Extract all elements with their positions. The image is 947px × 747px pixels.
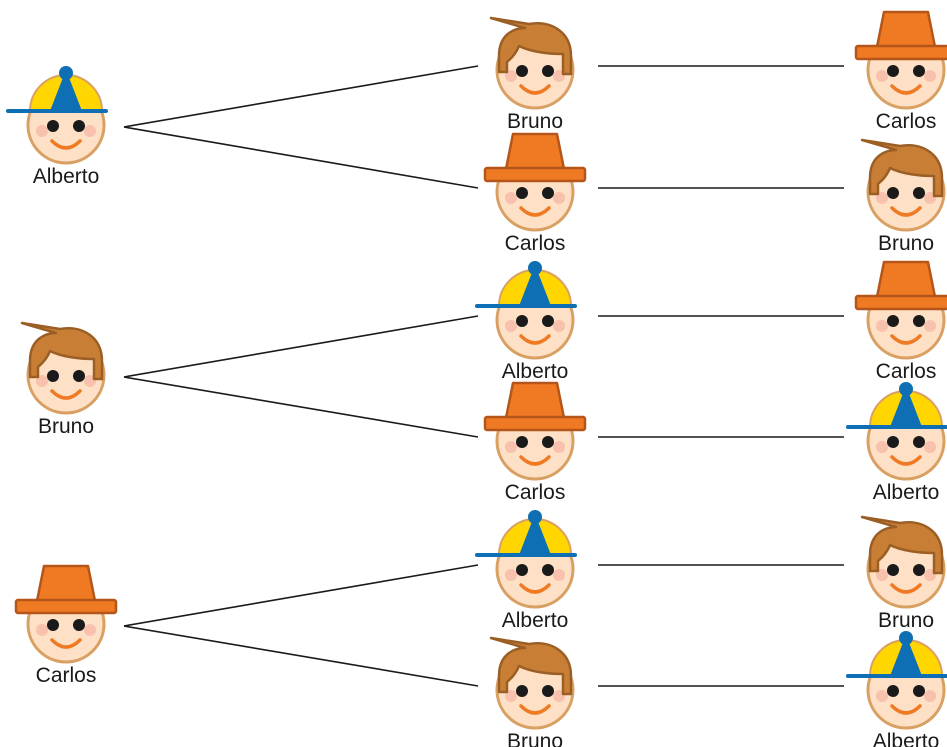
root-node-bruno: Bruno: [20, 321, 106, 438]
propeller-cap-face-icon: [6, 66, 108, 165]
person-name-label: Carlos: [876, 110, 937, 133]
person-name-label: Bruno: [878, 232, 934, 255]
second-node-bruno: Bruno: [489, 636, 575, 747]
second-node-alberto: Alberto: [475, 261, 577, 383]
propeller-cap-face-icon: [475, 261, 577, 360]
person-name-label: Alberto: [502, 609, 569, 632]
person-name-label: Bruno: [507, 730, 563, 747]
brown-hair-face-icon: [489, 636, 575, 730]
propeller-cap-face-icon: [475, 510, 577, 609]
tree-edge-level1: [123, 625, 479, 687]
orange-hat-face-icon: [14, 564, 118, 664]
tree-edge-level1: [123, 126, 479, 189]
person-name-label: Bruno: [38, 415, 94, 438]
person-name-label: Alberto: [502, 360, 569, 383]
person-name-label: Alberto: [33, 165, 100, 188]
brown-hair-face-icon: [489, 16, 575, 110]
orange-hat-face-icon: [854, 10, 947, 110]
propeller-cap-face-icon: [846, 382, 947, 481]
person-name-label: Carlos: [36, 664, 97, 687]
orange-hat-face-icon: [854, 260, 947, 360]
third-node-carlos: Carlos: [854, 10, 947, 133]
person-name-label: Alberto: [873, 730, 940, 747]
person-name-label: Carlos: [505, 481, 566, 504]
brown-hair-face-icon: [20, 321, 106, 415]
third-node-alberto: Alberto: [846, 382, 947, 504]
person-name-label: Carlos: [876, 360, 937, 383]
root-node-alberto: Alberto: [6, 66, 108, 188]
third-node-bruno: Bruno: [860, 138, 946, 255]
person-name-label: Carlos: [505, 232, 566, 255]
third-node-bruno: Bruno: [860, 515, 946, 632]
third-node-carlos: Carlos: [854, 260, 947, 383]
tree-edges: [123, 65, 844, 687]
third-node-alberto: Alberto: [846, 631, 947, 747]
tree-edge-level1: [123, 65, 479, 128]
orange-hat-face-icon: [483, 132, 587, 232]
brown-hair-face-icon: [860, 515, 946, 609]
root-node-carlos: Carlos: [14, 564, 118, 687]
second-node-alberto: Alberto: [475, 510, 577, 632]
orange-hat-face-icon: [483, 381, 587, 481]
tree-edge-level1: [123, 564, 479, 627]
brown-hair-face-icon: [860, 138, 946, 232]
second-node-bruno: Bruno: [489, 16, 575, 133]
person-name-label: Bruno: [878, 609, 934, 632]
tree-edge-level1: [123, 315, 479, 378]
person-name-label: Bruno: [507, 110, 563, 133]
propeller-cap-face-icon: [846, 631, 947, 730]
second-node-carlos: Carlos: [483, 381, 587, 504]
second-node-carlos: Carlos: [483, 132, 587, 255]
tree-edge-level1: [123, 376, 479, 438]
person-name-label: Alberto: [873, 481, 940, 504]
